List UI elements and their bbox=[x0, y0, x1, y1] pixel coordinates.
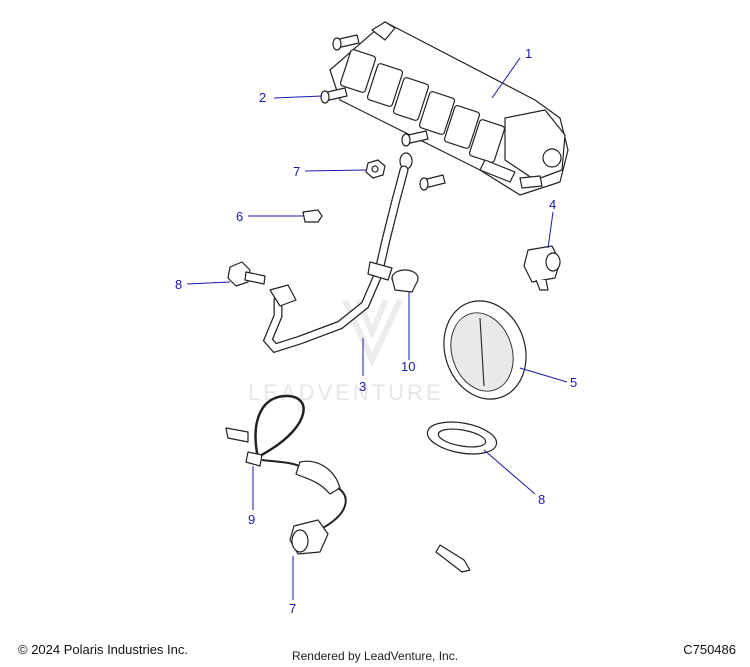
callout-6: 6 bbox=[236, 209, 243, 224]
callout-4: 4 bbox=[549, 197, 556, 212]
terminal-part bbox=[435, 544, 471, 573]
grommet-ring-part-8 bbox=[426, 421, 498, 455]
callout-9: 9 bbox=[248, 512, 255, 527]
copyright-text: © 2024 Polaris Industries Inc. bbox=[18, 642, 188, 657]
harness-part-9 bbox=[225, 394, 347, 555]
leader-lines bbox=[186, 57, 568, 600]
clip-part-6 bbox=[302, 209, 323, 223]
callout-3: 3 bbox=[359, 379, 366, 394]
callout-1: 1 bbox=[525, 46, 532, 61]
rendered-by-text: Rendered by LeadVenture, Inc. bbox=[291, 649, 459, 663]
watermark-text: LEADVENTURE bbox=[248, 380, 444, 405]
callout-5: 5 bbox=[570, 375, 577, 390]
callout-7-bottom: 7 bbox=[289, 601, 296, 616]
callout-7-top: 7 bbox=[293, 164, 300, 179]
connector-part-4 bbox=[523, 245, 561, 291]
callout-10: 10 bbox=[401, 359, 415, 374]
bolt-part bbox=[419, 174, 446, 191]
callout-2: 2 bbox=[259, 90, 266, 105]
callouts: 1 2 3 4 5 6 7 7 8 8 9 10 bbox=[175, 46, 577, 616]
fuse-block-part bbox=[329, 21, 569, 196]
callout-8-left: 8 bbox=[175, 277, 182, 292]
flange-bolt-part-8 bbox=[227, 261, 266, 287]
screw-part-2 bbox=[320, 34, 429, 147]
boot-part-10 bbox=[391, 269, 419, 293]
battery-cable-part-3 bbox=[262, 152, 413, 354]
callout-8-right: 8 bbox=[538, 492, 545, 507]
grommet-part-5 bbox=[443, 300, 527, 400]
nut-part-7 bbox=[365, 159, 386, 179]
diagram-code: C750486 bbox=[683, 642, 736, 657]
